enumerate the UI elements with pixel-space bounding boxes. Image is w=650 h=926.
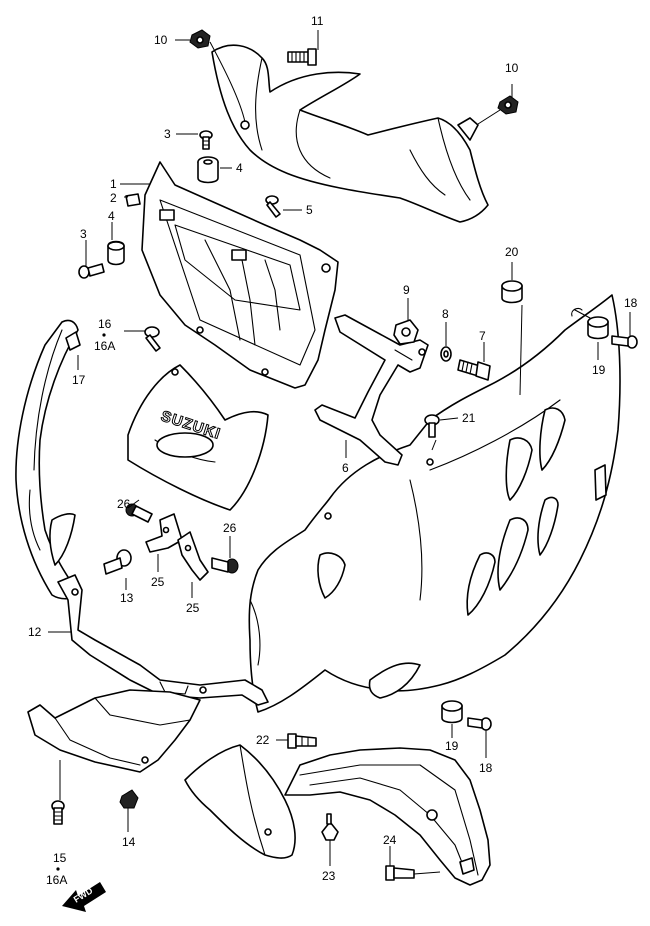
label-19: 19 <box>445 739 459 753</box>
label-10: 10 <box>154 33 168 47</box>
label-16: 16 <box>98 317 112 331</box>
side-panel <box>284 747 491 886</box>
label-1: 1 <box>110 177 117 191</box>
screw-21 <box>424 414 440 438</box>
label-19: 19 <box>592 363 606 377</box>
label-26: 26 <box>223 521 237 535</box>
label-26: 26 <box>117 497 131 511</box>
label-12: 12 <box>28 625 42 639</box>
screw-18b <box>467 717 492 731</box>
label-25: 25 <box>151 575 165 589</box>
screw-18a <box>611 335 638 349</box>
grommet-4a <box>197 156 219 184</box>
windscreen <box>211 44 489 223</box>
label-21: 21 <box>462 411 476 425</box>
bracket-25a <box>145 513 183 553</box>
label-11: 11 <box>311 14 324 28</box>
label-18: 18 <box>624 296 638 310</box>
label-dot <box>102 333 106 337</box>
bolt-7 <box>457 359 491 381</box>
label-10: 10 <box>505 61 519 75</box>
grommet-19b <box>441 700 463 724</box>
screw-3a <box>199 130 213 150</box>
label-18: 18 <box>479 761 493 775</box>
screw-26a <box>125 503 153 523</box>
label-16A: 16A <box>46 873 67 887</box>
label-22: 22 <box>256 733 270 747</box>
label-3: 3 <box>80 227 87 241</box>
screw-26b <box>211 557 239 574</box>
label-14: 14 <box>122 835 136 849</box>
label-3: 3 <box>164 127 171 141</box>
right-side-cowling <box>248 294 621 713</box>
cowling-brace <box>141 161 339 389</box>
label-4: 4 <box>108 209 115 223</box>
washer-8 <box>440 346 452 362</box>
grommet-4b <box>107 240 125 266</box>
label-17: 17 <box>72 373 86 387</box>
clip-14 <box>119 789 139 809</box>
part-labels: 11 10 10 3 4 1 2 5 4 3 20 18 9 8 7 16 16… <box>28 14 638 887</box>
lower-stay <box>57 574 269 706</box>
screw-15 <box>51 800 65 825</box>
label-6: 6 <box>342 461 349 475</box>
cowling-bracket <box>314 314 429 466</box>
label-25: 25 <box>186 601 200 615</box>
label-23: 23 <box>322 869 336 883</box>
label-13: 13 <box>120 591 134 605</box>
clip-10b <box>497 95 519 115</box>
label-24: 24 <box>383 833 397 847</box>
label-2: 2 <box>110 191 117 205</box>
label-9: 9 <box>403 283 410 297</box>
screw-16 <box>144 326 161 352</box>
screw-5 <box>265 195 281 218</box>
forward-arrow-icon: FWD <box>62 882 106 912</box>
leader-lines <box>48 30 631 875</box>
label-15: 15 <box>53 851 67 865</box>
nut-2 <box>125 193 141 207</box>
inner-cover <box>184 744 296 859</box>
screw-3b <box>78 263 105 279</box>
label-20: 20 <box>505 245 519 259</box>
bolt-11 <box>287 48 317 66</box>
clip-10a <box>189 29 211 49</box>
clip-13 <box>103 549 132 575</box>
label-16A: 16A <box>94 339 115 353</box>
under-cowl <box>27 689 201 773</box>
left-side-cowling <box>15 319 81 600</box>
inner-panel: SUZUKI <box>127 364 269 511</box>
label-dot <box>56 867 60 871</box>
clip-23 <box>321 813 339 841</box>
grommet-20 <box>501 280 523 304</box>
label-5: 5 <box>306 203 313 217</box>
label-7: 7 <box>479 329 486 343</box>
nut-9 <box>393 319 419 345</box>
label-4: 4 <box>236 161 243 175</box>
bracket-25b <box>177 531 209 581</box>
grommet-19a <box>571 307 609 340</box>
bolt-22 <box>287 733 317 749</box>
label-8: 8 <box>442 307 449 321</box>
bolt-24 <box>385 865 415 881</box>
